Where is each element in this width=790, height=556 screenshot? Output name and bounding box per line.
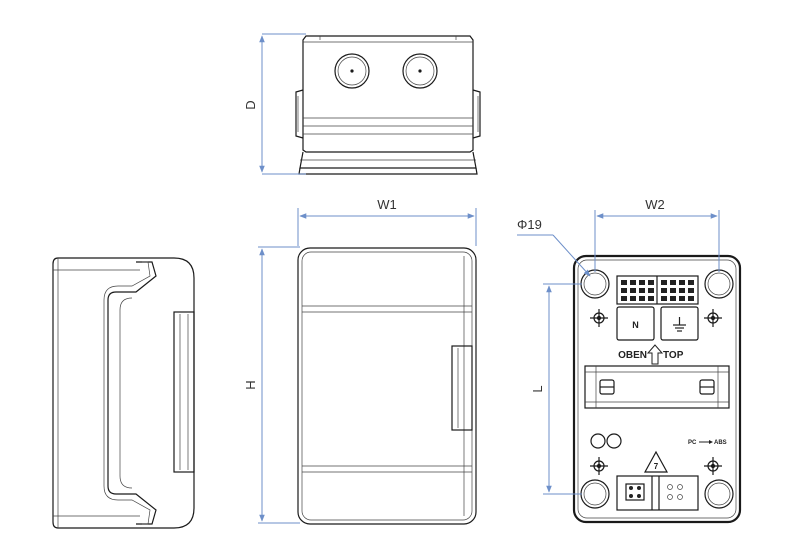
top-view [295,35,481,175]
back-view: N OBEN [572,254,742,524]
side-view [52,257,195,529]
earth-ground-icon [673,317,686,332]
dimension-l: L [530,283,582,495]
screw-icon-upper-right [704,309,722,327]
brand-right-label: TOP [663,350,684,361]
knockout-hole-right [402,53,438,89]
screw-icon-lower-left [590,457,608,475]
earth-terminal [660,306,699,341]
mounting-hole-top-left [580,269,610,299]
dimension-w1: W1 [297,197,477,246]
brand-mark: OBEN TOP [618,344,684,365]
width1-label: W1 [377,197,397,212]
dimension-w2: W2 [594,197,720,272]
mounting-hole-bottom-right [704,479,734,509]
knockout-hole-left [334,53,370,89]
depth-label: D [243,100,258,109]
front-view [297,247,477,525]
brand-left-label: OBEN [618,350,647,361]
recycle-number: 7 [654,462,659,471]
small-knockout-left [590,433,606,449]
material-label-2: ABS [714,440,727,446]
material-label: PC [688,440,697,446]
mounting-hole-bottom-left [580,479,610,509]
screw-icon-upper-left [590,309,608,327]
dimension-d: D [243,33,306,175]
bottom-terminal-block [616,475,699,511]
small-knockout-right [606,433,622,449]
dimension-h: H [243,246,300,524]
neutral-label: N [632,320,639,330]
screw-icon-lower-right [704,457,722,475]
din-rail [584,365,730,409]
hole-diameter-callout: Φ19 [517,217,591,277]
material-marking: PC ABS [688,440,727,446]
mounting-hole-top-right [704,269,734,299]
neutral-terminal: N [616,306,655,341]
recycle-icon: 7 [643,450,669,473]
height-label: H [243,380,258,389]
hole-label: Φ19 [517,217,542,232]
up-arrow-icon [646,344,664,365]
width2-label: W2 [645,197,665,212]
terminal-block [616,275,699,305]
length-label: L [530,385,545,392]
